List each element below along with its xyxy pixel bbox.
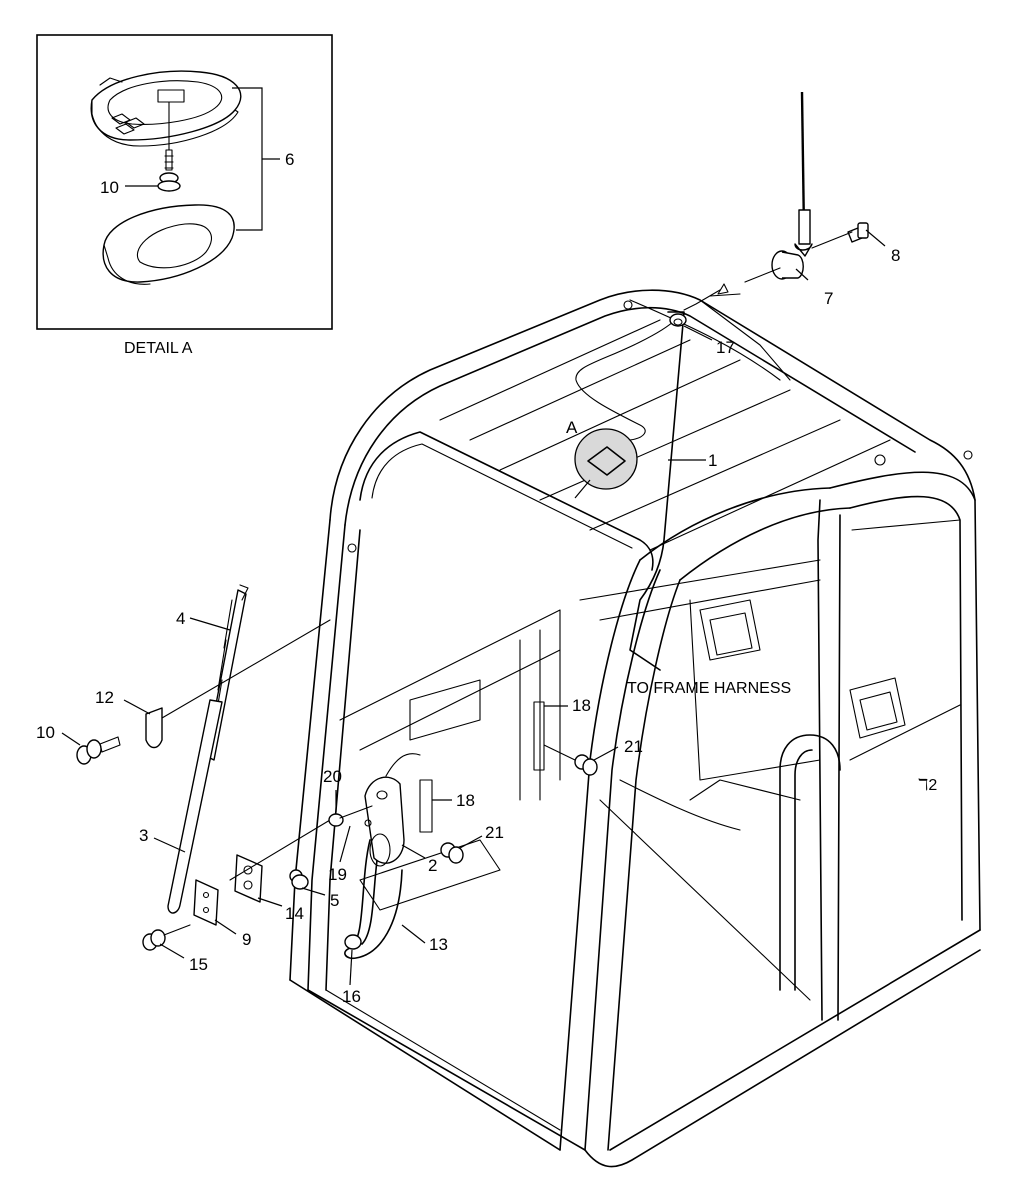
callout-10-wiper: 10: [36, 723, 55, 742]
screw-21-lower: [440, 835, 483, 864]
screw-15: [142, 924, 191, 959]
antenna-7: [744, 91, 813, 283]
callout-10-detail: 10: [100, 178, 119, 197]
callout-8: 8: [891, 246, 900, 265]
callout-18-upper: 18: [572, 696, 591, 715]
callout-5: 5: [330, 891, 339, 910]
callout-7: 7: [824, 289, 833, 308]
view-letter-a: A: [566, 418, 578, 437]
callout-19: 19: [328, 865, 347, 884]
bracket-18-upper: [533, 701, 568, 771]
callout-13: 13: [429, 935, 448, 954]
callout-17: 17: [716, 338, 735, 357]
callout-14: 14: [285, 904, 304, 923]
svg-text:ℸ2: ℸ2: [918, 777, 937, 794]
callout-21-upper: 21: [624, 737, 643, 756]
callout-2: 2: [428, 856, 437, 875]
screw-21-upper: [543, 744, 619, 776]
bolt-8: [811, 222, 886, 249]
bracket-12: [123, 619, 331, 749]
callout-20: 20: [323, 767, 342, 786]
callout-6: 6: [285, 150, 294, 169]
screw-10-wiper: [61, 732, 121, 765]
callout-9: 9: [242, 930, 251, 949]
bracket-18-lower: [419, 779, 452, 833]
frame-harness-note: TO FRAME HARNESS: [627, 680, 791, 697]
washer-20: [328, 790, 373, 827]
harness-1: [629, 289, 741, 671]
screw-16: [344, 934, 362, 986]
detail-a-caption: DETAIL A: [124, 340, 193, 357]
grommet-17: [669, 313, 713, 341]
callout-12: 12: [95, 688, 114, 707]
callout-16: 16: [342, 987, 361, 1006]
plate-9: [193, 879, 237, 935]
wiper-arm-3: [153, 699, 223, 914]
screw-5: [289, 869, 326, 896]
callout-18-lower: 18: [456, 791, 475, 810]
dome-lamp-housing: [90, 70, 242, 147]
room-lamp-2: [364, 753, 426, 867]
screw-19: [339, 819, 372, 863]
gasket-14: [229, 819, 331, 907]
callout-1: 1: [708, 451, 717, 470]
callout-3: 3: [139, 826, 148, 845]
callout-15: 15: [189, 955, 208, 974]
dome-light-a: [574, 319, 676, 499]
callout-21-lower: 21: [485, 823, 504, 842]
dome-lamp-lens: [102, 204, 235, 285]
detail-a-panel: [36, 34, 333, 330]
cab-frame: ℸ2: [289, 289, 981, 1168]
callout-4: 4: [176, 609, 185, 628]
